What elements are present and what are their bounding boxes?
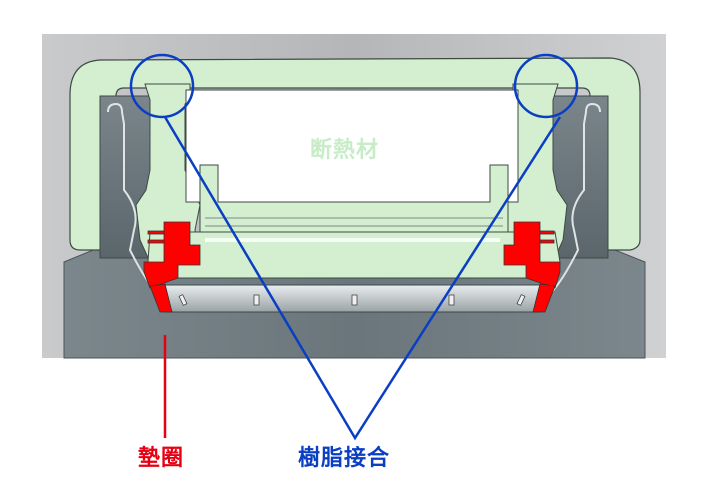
resin-joint-right-marker bbox=[513, 53, 579, 119]
insulation-cavity bbox=[185, 89, 519, 203]
screw bbox=[448, 294, 455, 306]
screw bbox=[178, 294, 188, 306]
left-metal-profile-line bbox=[107, 102, 166, 301]
resin-joint-left-marker bbox=[129, 53, 195, 119]
gasket-label: 墊圈 bbox=[138, 446, 185, 471]
resin-joint-label: 樹脂接合 bbox=[298, 446, 391, 471]
right-metal-profile-line bbox=[542, 102, 601, 301]
screw bbox=[253, 294, 260, 306]
gasket-left bbox=[143, 221, 201, 313]
screw bbox=[516, 294, 526, 306]
resin-joint-leader-line bbox=[163, 116, 562, 441]
insulation-label: 断熱材 bbox=[310, 138, 380, 163]
screw bbox=[351, 294, 358, 306]
gasket-right bbox=[503, 221, 561, 313]
screw-row bbox=[178, 294, 526, 306]
